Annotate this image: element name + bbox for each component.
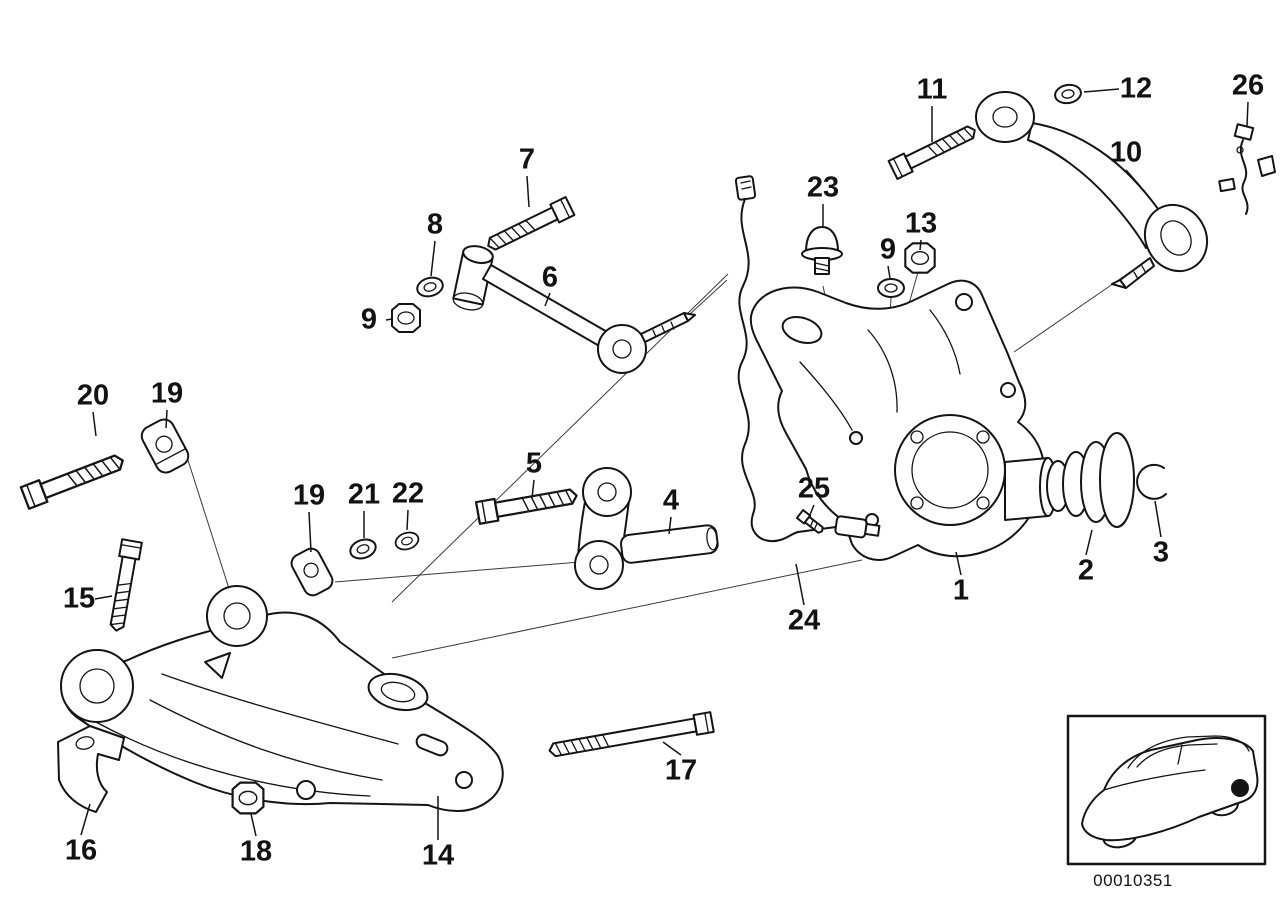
part-label-23[interactable]: 23: [806, 171, 840, 204]
bolt-17: [546, 711, 715, 762]
part-label-9-right[interactable]: 9: [879, 233, 897, 266]
bolt-20: [19, 448, 128, 510]
stop-plate-19-upper: [140, 418, 190, 474]
bolt-15: [105, 538, 143, 634]
integral-link-4: [574, 467, 719, 590]
part-label-21[interactable]: 21: [347, 478, 381, 511]
part-label-22[interactable]: 22: [391, 477, 425, 510]
trailing-arm: [60, 585, 504, 812]
part-label-2[interactable]: 2: [1077, 554, 1095, 587]
washer-8: [414, 273, 446, 301]
sensor-screw-25: [795, 509, 824, 534]
abs-sensor-cable-24: [734, 175, 881, 543]
part-label-13[interactable]: 13: [904, 207, 938, 240]
part-label-19-lower[interactable]: 19: [292, 479, 326, 512]
wheel-carrier: [749, 279, 1045, 561]
cv-boot-2: [1004, 432, 1135, 528]
part-label-4[interactable]: 4: [662, 484, 680, 517]
part-label-8[interactable]: 8: [426, 208, 444, 241]
part-label-10[interactable]: 10: [1109, 136, 1143, 169]
part-label-15[interactable]: 15: [62, 582, 96, 615]
cap-nut-23: [801, 226, 843, 275]
part-label-17[interactable]: 17: [664, 754, 698, 787]
part-label-3[interactable]: 3: [1152, 536, 1170, 569]
part-label-19-upper[interactable]: 19: [150, 377, 184, 410]
part-label-9-left[interactable]: 9: [360, 303, 378, 336]
track-rod-6: [452, 245, 696, 374]
part-label-7[interactable]: 7: [518, 143, 536, 176]
nut-18: [231, 781, 265, 815]
part-label-14[interactable]: 14: [421, 839, 455, 872]
part-label-20[interactable]: 20: [76, 379, 110, 412]
washer-9-right: [877, 278, 905, 298]
part-label-11[interactable]: 11: [916, 73, 948, 106]
bracket-16: [57, 725, 125, 813]
nut-9-left: [391, 303, 421, 333]
part-label-5[interactable]: 5: [525, 447, 543, 480]
snap-ring-3: [1136, 463, 1167, 500]
part-label-12[interactable]: 12: [1119, 72, 1153, 105]
part-label-6[interactable]: 6: [541, 261, 559, 294]
sensor-bracket-26: [1218, 123, 1276, 215]
washer-12: [1052, 81, 1084, 107]
bolt-5: [474, 483, 580, 525]
car-position-thumbnail: [1066, 714, 1267, 866]
leader-lines: [80, 88, 1249, 840]
bolt-11: [887, 120, 981, 180]
diagram-code: 00010351: [1093, 871, 1173, 890]
highlight-dot: [1231, 779, 1249, 797]
part-label-24[interactable]: 24: [787, 604, 821, 637]
upper-control-arm-10: [975, 91, 1209, 289]
washer-22: [392, 528, 422, 554]
part-label-16[interactable]: 16: [64, 834, 98, 867]
washer-21: [346, 535, 380, 563]
part-label-25[interactable]: 25: [797, 472, 831, 505]
part-label-18[interactable]: 18: [239, 835, 273, 868]
stop-plate-19-lower: [290, 547, 334, 597]
part-label-1[interactable]: 1: [952, 574, 970, 607]
part-label-26[interactable]: 26: [1231, 69, 1265, 102]
